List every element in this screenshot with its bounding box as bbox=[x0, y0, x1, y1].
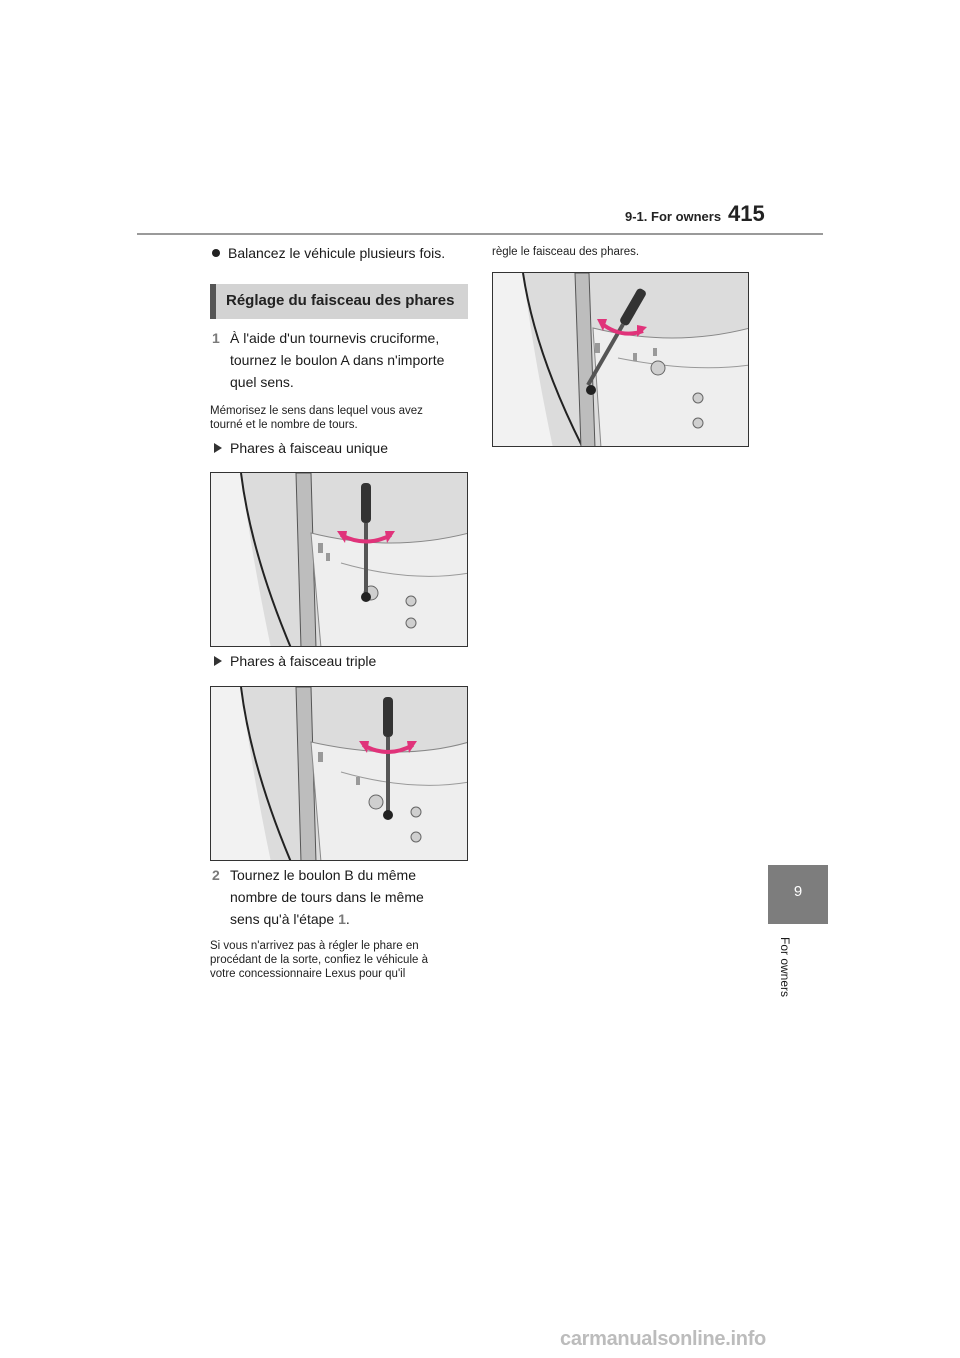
section-heading: Réglage du faisceau des phares bbox=[226, 292, 455, 309]
step-reference: 1 bbox=[338, 911, 346, 927]
chapter-tab: 9 bbox=[768, 865, 828, 924]
step-line-end: . bbox=[345, 911, 350, 927]
note-2: Si vous n'arrivez pas à régler le phare … bbox=[210, 939, 428, 981]
figure-bolt-b bbox=[492, 272, 749, 447]
headlight-adjust-illustration bbox=[211, 687, 467, 860]
headlight-adjust-illustration bbox=[493, 273, 748, 446]
note-line: votre concessionnaire Lexus pour qu'il bbox=[210, 968, 406, 980]
step-number: 2 bbox=[212, 867, 220, 883]
figure-triple-beam bbox=[210, 686, 468, 861]
triangle-bullet-icon bbox=[214, 656, 222, 666]
note-1: Mémorisez le sens dans lequel vous avez … bbox=[210, 404, 423, 432]
triangle-bullet-icon bbox=[214, 443, 222, 453]
note-line: tourné et le nombre de tours. bbox=[210, 419, 358, 431]
step-line: Tournez le boulon B du même bbox=[230, 867, 416, 883]
chapter-label: For owners bbox=[778, 930, 792, 1010]
step-line-last: sens qu'à l'étape 1. bbox=[230, 908, 424, 930]
note-line: Mémorisez le sens dans lequel vous avez bbox=[210, 405, 423, 417]
chapter-label-text: For owners bbox=[778, 936, 792, 998]
section-title: 9-1. For owners bbox=[625, 209, 722, 224]
note-line: Si vous n'arrivez pas à régler le phare … bbox=[210, 940, 419, 952]
bullet-dot-icon bbox=[212, 249, 220, 257]
page-number: 415 bbox=[728, 201, 765, 226]
headlight-adjust-illustration bbox=[211, 473, 467, 646]
bullet-item: Balancez le véhicule plusieurs fois. bbox=[212, 245, 445, 261]
figure-single-beam bbox=[210, 472, 468, 647]
bullet-text: Balancez le véhicule plusieurs fois. bbox=[228, 245, 446, 261]
note-line: procédant de la sorte, confiez le véhicu… bbox=[210, 954, 428, 966]
step-number: 1 bbox=[212, 330, 220, 346]
footer-watermark: carmanualsonline.info bbox=[560, 1328, 766, 1350]
step-line: tournez le boulon A dans n'importe bbox=[230, 352, 445, 368]
step-1: 1 À l'aide d'un tournevis cruciforme, to… bbox=[212, 327, 472, 393]
chapter-number: 9 bbox=[793, 883, 803, 900]
sub-bullet-text: Phares à faisceau triple bbox=[230, 653, 377, 669]
sub-bullet-triple: Phares à faisceau triple bbox=[214, 653, 376, 669]
sub-bullet-text: Phares à faisceau unique bbox=[230, 440, 388, 456]
step-line: À l'aide d'un tournevis cruciforme, bbox=[230, 330, 440, 346]
step-line: quel sens. bbox=[230, 374, 294, 390]
step-line-text: sens qu'à l'étape bbox=[230, 911, 339, 927]
step-line: nombre de tours dans le même bbox=[230, 889, 424, 905]
section-heading-box: Réglage du faisceau des phares bbox=[210, 284, 468, 319]
header-divider bbox=[137, 233, 823, 235]
step-2: 2 Tournez le boulon B du même nombre de … bbox=[212, 864, 472, 930]
continuation-text: règle le faisceau des phares. bbox=[492, 246, 640, 258]
sub-bullet-single: Phares à faisceau unique bbox=[214, 440, 388, 456]
